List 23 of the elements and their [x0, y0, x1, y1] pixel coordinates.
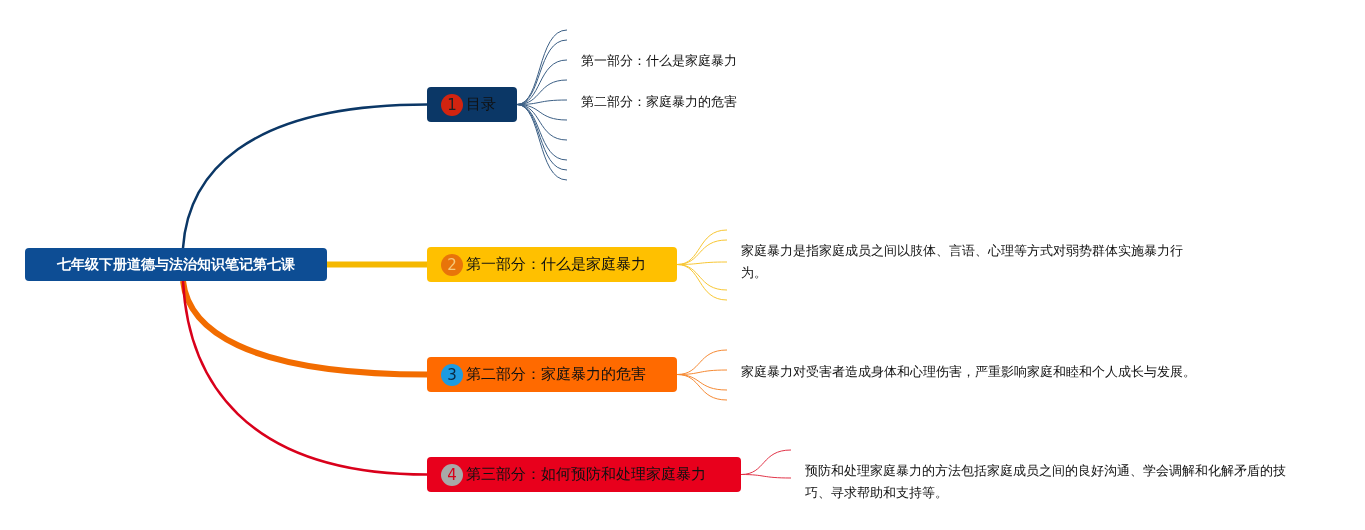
number-badge: 4 — [441, 463, 463, 486]
leaf-text: 预防和处理家庭暴力的方法包括家庭成员之间的良好沟通、学会调解和化解矛盾的技巧、寻求帮助和支持等。 — [805, 462, 1287, 502]
topic-text: 第三部分：如何预防和处理家庭暴力 — [466, 465, 706, 484]
leaf-text: 第一部分：什么是家庭暴力 — [581, 52, 738, 70]
topic-text: 七年级下册道德与法治知识笔记第七课 — [57, 255, 295, 274]
branch-line — [327, 261, 427, 268]
branch-topic — [427, 457, 741, 492]
branch-line — [181, 280, 428, 476]
branch-topic — [427, 357, 677, 392]
number-badge: 1 — [441, 93, 463, 116]
branch-topic — [427, 247, 677, 282]
leaf-text: 家庭暴力是指家庭成员之间以肢体、言语、心理等方式对弱势群体实施暴力行为。 — [741, 242, 1184, 282]
branch-line — [180, 280, 428, 378]
leaf-text: 第二部分：家庭暴力的危害 — [581, 93, 738, 111]
topic-text: 第一部分：什么是家庭暴力 — [466, 255, 646, 274]
branch-topic — [427, 87, 517, 122]
number-badge: 2 — [441, 253, 463, 276]
root-topic — [25, 248, 327, 281]
leaf-text: 家庭暴力对受害者造成身体和心理伤害，严重影响家庭和睦和个人成长与发展。 — [741, 363, 1197, 381]
number-badge: 3 — [441, 363, 463, 386]
topic-text: 目录 — [466, 95, 496, 114]
branch-line — [181, 103, 428, 249]
topic-text: 第二部分：家庭暴力的危害 — [466, 365, 646, 384]
